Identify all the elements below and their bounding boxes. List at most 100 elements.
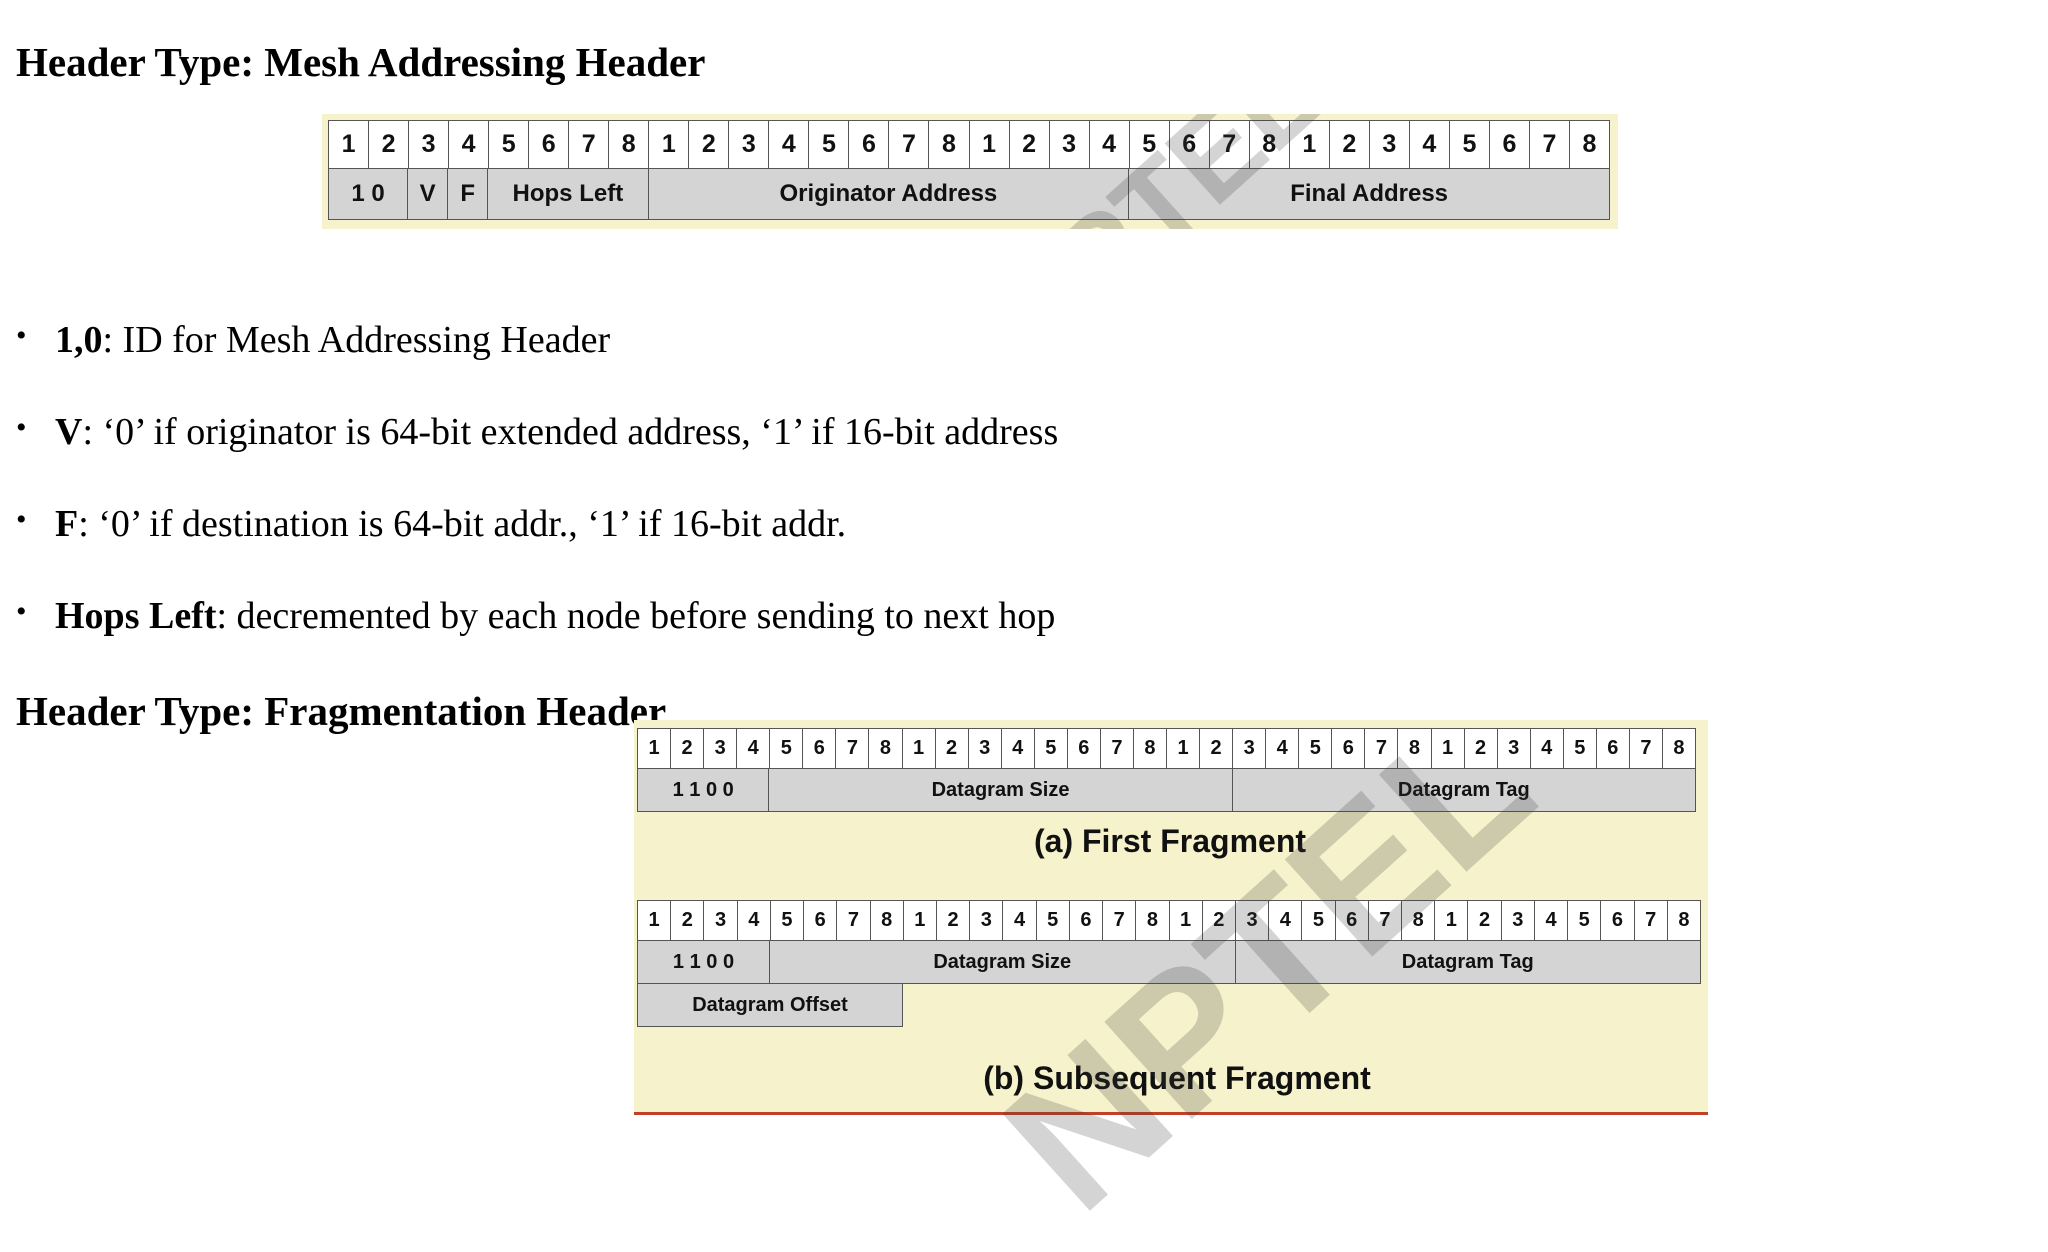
bullet-line: F: ‘0’ if destination is 64-bit addr., ‘… [55, 496, 846, 552]
bullet-text: : ‘0’ if originator is 64-bit extended a… [82, 411, 1059, 453]
bit-index-cell: 8 [870, 901, 904, 941]
bit-index-cell: 3 [1233, 729, 1267, 769]
bit-index-cell: 2 [689, 121, 730, 169]
bit-index-cell: 8 [929, 121, 970, 169]
first-fragment-caption: (a) First Fragment [1033, 823, 1307, 859]
bit-index-cell: 3 [409, 121, 450, 169]
field-hops-left: Hops Left [488, 169, 649, 220]
bit-index-cell: 3 [704, 901, 738, 941]
watermark-top: NPTEL [962, 114, 1347, 229]
bit-index-cell: 3 [1049, 121, 1090, 169]
subsequent-fragment-caption: (b) Subsequent Fragment [983, 1060, 1371, 1096]
bit-index-cell: 6 [849, 121, 890, 169]
bit-index-cell: 6 [1332, 729, 1366, 769]
bit-index-cell: 3 [729, 121, 770, 169]
bullet-text: : ID for Mesh Addressing Header [102, 319, 611, 361]
bit-index-cell: 2 [671, 901, 705, 941]
offset-row: Datagram Offset [637, 984, 1701, 1027]
bit-index-cell: 3 [1501, 901, 1535, 941]
bullet-term: Hops Left [55, 595, 217, 637]
bit-index-cell: 8 [609, 121, 650, 169]
field-1-1-0-0: 1 1 0 0 [637, 769, 770, 812]
bullet-dot: • [16, 503, 27, 536]
bit-index-cell: 5 [1563, 729, 1597, 769]
bit-index-cell: 5 [489, 121, 530, 169]
field-datagram-tag: Datagram Tag [1232, 769, 1696, 812]
bit-index-cell: 6 [1601, 901, 1635, 941]
bit-index-cell: 8 [1398, 729, 1432, 769]
mesh-header-title: Header Type: Mesh Addressing Header [16, 39, 706, 85]
bit-index-cell: 7 [837, 901, 871, 941]
bullet-line: 1,0: ID for Mesh Addressing Header [55, 312, 610, 368]
field-datagram-tag: Datagram Tag [1235, 941, 1701, 984]
bit-index-cell: 6 [1067, 729, 1101, 769]
field-originator-address: Originator Address [648, 169, 1130, 220]
bit-index-cell: 8 [1569, 121, 1610, 169]
bit-index-cell: 5 [1568, 901, 1602, 941]
bit-index-cell: 7 [836, 729, 870, 769]
bit-index-cell: 8 [1667, 901, 1701, 941]
bit-index-cell: 6 [1169, 121, 1210, 169]
bit-index-cell: 3 [1235, 901, 1270, 941]
bit-index-cell: 2 [936, 901, 971, 941]
bit-index-cell: 2 [1464, 729, 1498, 769]
bit-index-cell: 6 [1596, 729, 1630, 769]
bit-index-cell: 5 [1302, 901, 1336, 941]
watermark-top-clip: NPTEL [322, 114, 1618, 229]
bit-index-cell: 1 [649, 121, 690, 169]
bit-index-cell: 7 [1634, 901, 1668, 941]
field-f: F [448, 169, 489, 220]
bit-index-cell: 6 [803, 729, 837, 769]
field-1-0: 1 0 [328, 169, 409, 220]
bit-index-cell: 4 [1534, 901, 1569, 941]
bullet-line: V: ‘0’ if originator is 64-bit extended … [55, 404, 1058, 460]
field-final-address: Final Address [1129, 169, 1610, 220]
bit-index-cell: 3 [704, 729, 738, 769]
bit-index-cell: 1 [902, 729, 936, 769]
bit-index-cell: 4 [1530, 729, 1564, 769]
bit-index-cell: 6 [804, 901, 838, 941]
bit-index-cell: 1 [1435, 901, 1469, 941]
bit-index-cell: 3 [970, 901, 1004, 941]
bit-index-cell: 4 [1089, 121, 1130, 169]
bit-index-cell: 6 [1489, 121, 1530, 169]
bit-index-cell: 7 [1368, 901, 1403, 941]
bit-index-cell: 3 [968, 729, 1002, 769]
bit-index-cell: 7 [1365, 729, 1399, 769]
bit-index-cell: 2 [369, 121, 410, 169]
bullet-term: F [55, 503, 79, 545]
bit-index-cell: 1 [328, 121, 370, 169]
bit-index-cell: 1 [637, 901, 672, 941]
bit-index-cell: 8 [869, 729, 903, 769]
bit-index-cell: 7 [1103, 901, 1137, 941]
bit-index-cell: 7 [1629, 729, 1663, 769]
bit-index-cell: 5 [1129, 121, 1170, 169]
field-datagram-size: Datagram Size [770, 941, 1236, 984]
bit-index-cell: 5 [1449, 121, 1490, 169]
bit-index-cell: 3 [1369, 121, 1410, 169]
bit-index-cell: 1 [903, 901, 937, 941]
bit-index-cell: 2 [935, 729, 969, 769]
bit-index-cell: 1 [637, 729, 672, 769]
bit-index-cell: 1 [1289, 121, 1330, 169]
bit-index-cell: 8 [1662, 729, 1696, 769]
bit-index-cell: 2 [1329, 121, 1370, 169]
bullet-text: : ‘0’ if destination is 64-bit addr., ‘1… [78, 503, 847, 545]
bullet-dot: • [16, 319, 27, 352]
bit-index-cell: 2 [1009, 121, 1050, 169]
bit-index-cell: 8 [1402, 901, 1436, 941]
bit-index-cell: 5 [1034, 729, 1068, 769]
bit-index-cell: 5 [1036, 901, 1070, 941]
bit-index-cell: 7 [1209, 121, 1250, 169]
bit-index-cell: 8 [1249, 121, 1290, 169]
bit-index-cell: 1 [1167, 729, 1201, 769]
bit-index-cell: 6 [1335, 901, 1369, 941]
